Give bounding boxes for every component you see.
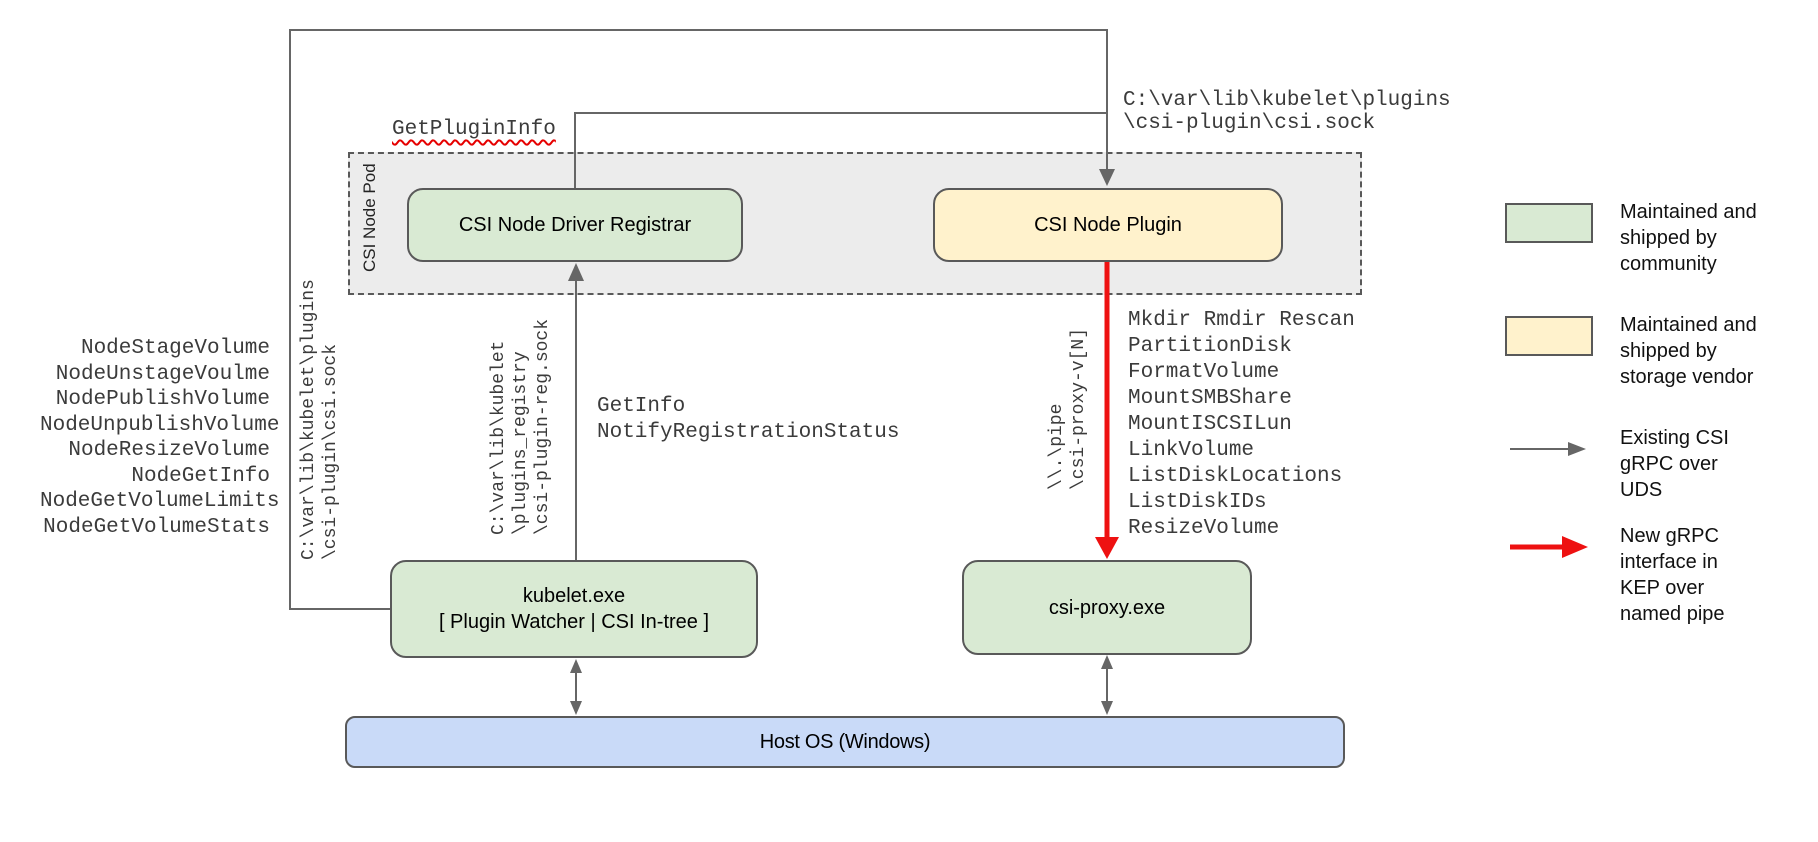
pipe-arrowhead-icon bbox=[1095, 537, 1119, 559]
proxy-host-down-arrowhead-icon bbox=[1101, 701, 1113, 715]
registrar-arrowhead-icon bbox=[568, 263, 584, 281]
registry-sock-path-rotated-label: C:\var\lib\kubelet \plugins_registry \cs… bbox=[489, 318, 553, 535]
proxy-host-up-arrowhead-icon bbox=[1101, 655, 1113, 669]
legend-uds-label: Existing CSI gRPC over UDS bbox=[1620, 427, 1729, 501]
proxy-call-item: MountISCSILun bbox=[1128, 413, 1292, 436]
csi-node-pod-label: CSI Node Pod bbox=[360, 163, 379, 272]
registrar-label: CSI Node Driver Registrar bbox=[458, 214, 692, 236]
csi-node-driver-registrar-box: CSI Node Driver Registrar bbox=[407, 188, 743, 262]
node-call-item: NodeGetInfo bbox=[131, 464, 270, 488]
legend-community-swatch bbox=[1505, 203, 1593, 243]
node-call-item: NodeGetVolumeStats bbox=[43, 515, 270, 539]
proxy-call-item: LinkVolume bbox=[1128, 439, 1255, 462]
node-call-item: NodeUnpublishVolume bbox=[40, 413, 280, 437]
proxy-call-item: ListDiskLocations bbox=[1128, 465, 1343, 488]
host-os-label: Host OS (Windows) bbox=[759, 731, 931, 753]
proxy-call-item: Mkdir Rmdir Rescan bbox=[1128, 309, 1355, 332]
proxy-call-item: ResizeVolume bbox=[1128, 517, 1280, 540]
host-os-box: Host OS (Windows) bbox=[345, 716, 1345, 768]
legend-pipe-label: New gRPC interface in KEP over named pip… bbox=[1620, 525, 1725, 625]
kubelet-host-down-arrowhead-icon bbox=[570, 701, 582, 715]
named-pipe-path-rotated-label: \\.\pipe \csi-proxy-v[N] bbox=[1047, 327, 1089, 490]
node-call-item: NodeUnstageVoulme bbox=[55, 362, 270, 386]
kubelet-label-line2: [ Plugin Watcher | CSI In-tree ] bbox=[438, 611, 710, 633]
kubelet-host-up-arrowhead-icon bbox=[570, 659, 582, 673]
legend-vendor-label: Maintained and shipped by storage vendor bbox=[1620, 314, 1757, 388]
kubelet-label-line1: kubelet.exe bbox=[522, 585, 626, 607]
node-call-item: NodeResizeVolume bbox=[68, 439, 270, 462]
legend-vendor-swatch bbox=[1505, 316, 1593, 356]
node-call-item: NodeGetVolumeLimits bbox=[40, 490, 280, 513]
proxy-call-item: FormatVolume bbox=[1128, 361, 1280, 384]
plugin-label: CSI Node Plugin bbox=[1034, 214, 1182, 236]
csi-proxy-label: csi-proxy.exe bbox=[1048, 596, 1166, 619]
registrar-calls-label: GetInfo NotifyRegistrationStatus bbox=[597, 395, 900, 444]
node-call-item: NodeStageVolume bbox=[80, 337, 270, 360]
csi-sock-path-label: C:\var\lib\kubelet\plugins \csi-plugin\c… bbox=[1123, 89, 1451, 135]
legend-pipe-arrowhead-icon bbox=[1562, 536, 1588, 558]
get-plugin-info-label: GetPluginInfo bbox=[392, 118, 556, 141]
kubelet-box: kubelet.exe [ Plugin Watcher | CSI In-tr… bbox=[390, 560, 758, 658]
node-call-item: NodePublishVolume bbox=[55, 388, 270, 411]
csi-proxy-box: csi-proxy.exe bbox=[962, 560, 1252, 655]
plugin-arrowhead-icon bbox=[1099, 169, 1115, 186]
csi-node-plugin-box: CSI Node Plugin bbox=[933, 188, 1283, 262]
proxy-call-item: ListDiskIDs bbox=[1128, 491, 1267, 514]
registrar-to-plugin-line bbox=[574, 112, 1107, 188]
proxy-call-item: MountSMBShare bbox=[1128, 387, 1292, 410]
kubelet-to-plugin-uds-line bbox=[289, 29, 1108, 610]
csi-sock-path-rotated-label: C:\var\lib\kubelet\plugins \csi-plugin\c… bbox=[299, 279, 341, 560]
legend-community-label: Maintained and shipped by community bbox=[1620, 201, 1757, 275]
legend-uds-arrowhead-icon bbox=[1568, 442, 1586, 456]
proxy-call-item: PartitionDisk bbox=[1128, 335, 1292, 358]
